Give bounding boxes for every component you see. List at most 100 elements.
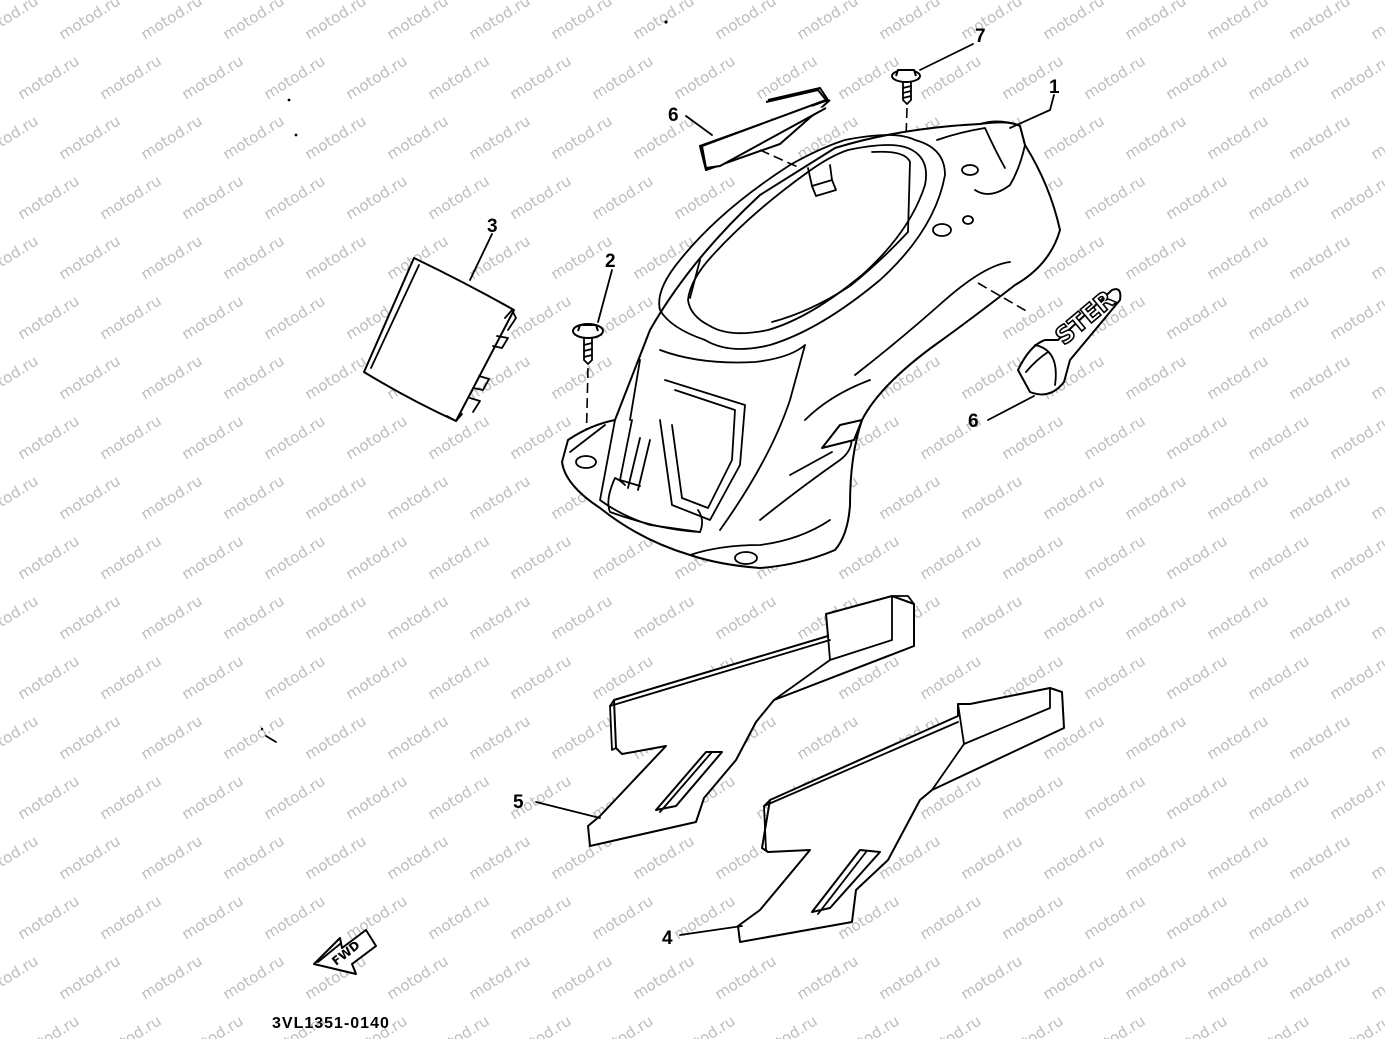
watermark-text: motod.ru — [1163, 652, 1231, 704]
watermark-text: motod.ru — [343, 172, 411, 224]
watermark-text: motod.ru — [138, 472, 206, 524]
watermark-text: motod.ru — [261, 172, 329, 224]
watermark-text: motod.ru — [1081, 772, 1149, 824]
watermark-text: motod.ru — [1327, 172, 1385, 224]
part-6-plate-top — [699, 87, 831, 171]
callout-labels: 1 2 3 4 5 6 6 7 — [487, 26, 1060, 949]
watermark-text: motod.ru — [0, 592, 41, 644]
watermark-text: motod.ru — [179, 772, 247, 824]
watermark-text: motod.ru — [0, 352, 41, 404]
part-5-decal — [587, 595, 915, 847]
watermark-text: motod.ru — [0, 0, 41, 43]
watermark-text: motod.ru — [589, 52, 657, 104]
watermark-text: motod.ru — [1286, 472, 1354, 524]
diagram-code: 3VL1351-0140 — [272, 1015, 390, 1032]
watermark-text: motod.ru — [1368, 232, 1385, 284]
watermark-text: motod.ru — [1163, 292, 1231, 344]
watermark-text: motod.ru — [1286, 952, 1354, 1004]
watermark-text: motod.ru — [261, 412, 329, 464]
watermark-text: motod.ru — [548, 592, 616, 644]
watermark-text: motod.ru — [302, 712, 370, 764]
watermark-text: motod.ru — [1081, 412, 1149, 464]
watermark-text: motod.ru — [302, 112, 370, 164]
watermark-text: motod.ru — [425, 172, 493, 224]
watermark-text: motod.ru — [1163, 172, 1231, 224]
callout-4: 4 — [662, 928, 673, 949]
watermark-text: motod.ru — [1040, 112, 1108, 164]
watermark-text: motod.ru — [15, 892, 83, 944]
watermark-text: motod.ru — [794, 712, 862, 764]
watermark-text: motod.ru — [1163, 412, 1231, 464]
watermark-text: motod.ru — [179, 892, 247, 944]
watermark-text: motod.ru — [179, 412, 247, 464]
watermark-text: motod.ru — [876, 0, 944, 43]
watermark-text: motod.ru — [466, 112, 534, 164]
watermark-text: motod.ru — [97, 772, 165, 824]
watermark-text: motod.ru — [466, 592, 534, 644]
watermark-text: motod.ru — [1163, 892, 1231, 944]
watermark-text: motod.ru — [0, 952, 41, 1004]
watermark-text: motod.ru — [384, 952, 452, 1004]
watermark-text: motod.ru — [1122, 472, 1190, 524]
watermark-text: motod.ru — [630, 832, 698, 884]
watermark-text: motod.ru — [343, 772, 411, 824]
watermark-text: motod.ru — [1245, 172, 1313, 224]
watermark-text: motod.ru — [220, 832, 288, 884]
watermark-text: motod.ru — [220, 592, 288, 644]
watermark-text: motod.ru — [302, 472, 370, 524]
watermark-text: motod.ru — [999, 412, 1067, 464]
watermark-text: motod.ru — [671, 52, 739, 104]
watermark-text: motod.ru — [876, 472, 944, 524]
watermark-text: motod.ru — [179, 1012, 247, 1039]
watermark-text: motod.ru — [630, 592, 698, 644]
callout-6-plate: 6 — [668, 105, 679, 126]
watermark-text: motod.ru — [1286, 0, 1354, 43]
watermark-text: motod.ru — [671, 1012, 739, 1039]
watermark-text: motod.ru — [1368, 472, 1385, 524]
watermark-text: motod.ru — [999, 772, 1067, 824]
callout-1: 1 — [1049, 77, 1060, 98]
watermark-text: motod.ru — [425, 532, 493, 584]
watermark-text: motod.ru — [138, 232, 206, 284]
callout-3: 3 — [487, 216, 498, 237]
watermark-text: motod.ru — [1286, 112, 1354, 164]
watermark-text: motod.ru — [1163, 52, 1231, 104]
watermark-text: motod.ru — [835, 1012, 903, 1039]
watermark-text: motod.ru — [548, 0, 616, 43]
watermark-text: motod.ru — [466, 832, 534, 884]
watermark-text: motod.ru — [548, 352, 616, 404]
watermark-text: motod.ru — [220, 352, 288, 404]
watermark-text: motod.ru — [15, 1012, 83, 1039]
watermark-text: motod.ru — [1327, 412, 1385, 464]
watermark-text: motod.ru — [999, 892, 1067, 944]
watermark-text: motod.ru — [15, 292, 83, 344]
watermark-text: motod.ru — [179, 292, 247, 344]
watermark-text: motod.ru — [15, 172, 83, 224]
watermark-text: motod.ru — [630, 0, 698, 43]
watermark-text: motod.ru — [425, 52, 493, 104]
watermark-text: motod.ru — [507, 892, 575, 944]
watermark-text: motod.ru — [507, 172, 575, 224]
watermark-text: motod.ru — [1163, 772, 1231, 824]
watermark-text: motod.ru — [220, 112, 288, 164]
watermark-text: motod.ru — [917, 892, 985, 944]
watermark-text: motod.ru — [507, 1012, 575, 1039]
watermark-text: motod.ru — [958, 472, 1026, 524]
watermark-text: motod.ru — [0, 232, 41, 284]
watermark-text: motod.ru — [1368, 712, 1385, 764]
callout-6-emblem: 6 — [968, 411, 979, 432]
watermark-text: motod.ru — [1040, 592, 1108, 644]
watermark-text: motod.ru — [138, 352, 206, 404]
watermark-text: motod.ru — [958, 0, 1026, 43]
watermark-text: motod.ru — [630, 112, 698, 164]
watermark-text: motod.ru — [1081, 52, 1149, 104]
watermark-text: motod.ru — [1081, 652, 1149, 704]
watermark-text: motod.ru — [384, 592, 452, 644]
watermark-text: motod.ru — [56, 352, 124, 404]
watermark-text: motod.ru — [794, 952, 862, 1004]
watermark-text: motod.ru — [261, 52, 329, 104]
watermark-text: motod.ru — [1286, 592, 1354, 644]
watermark-text: motod.ru — [1122, 952, 1190, 1004]
watermark-text: motod.ru — [917, 652, 985, 704]
